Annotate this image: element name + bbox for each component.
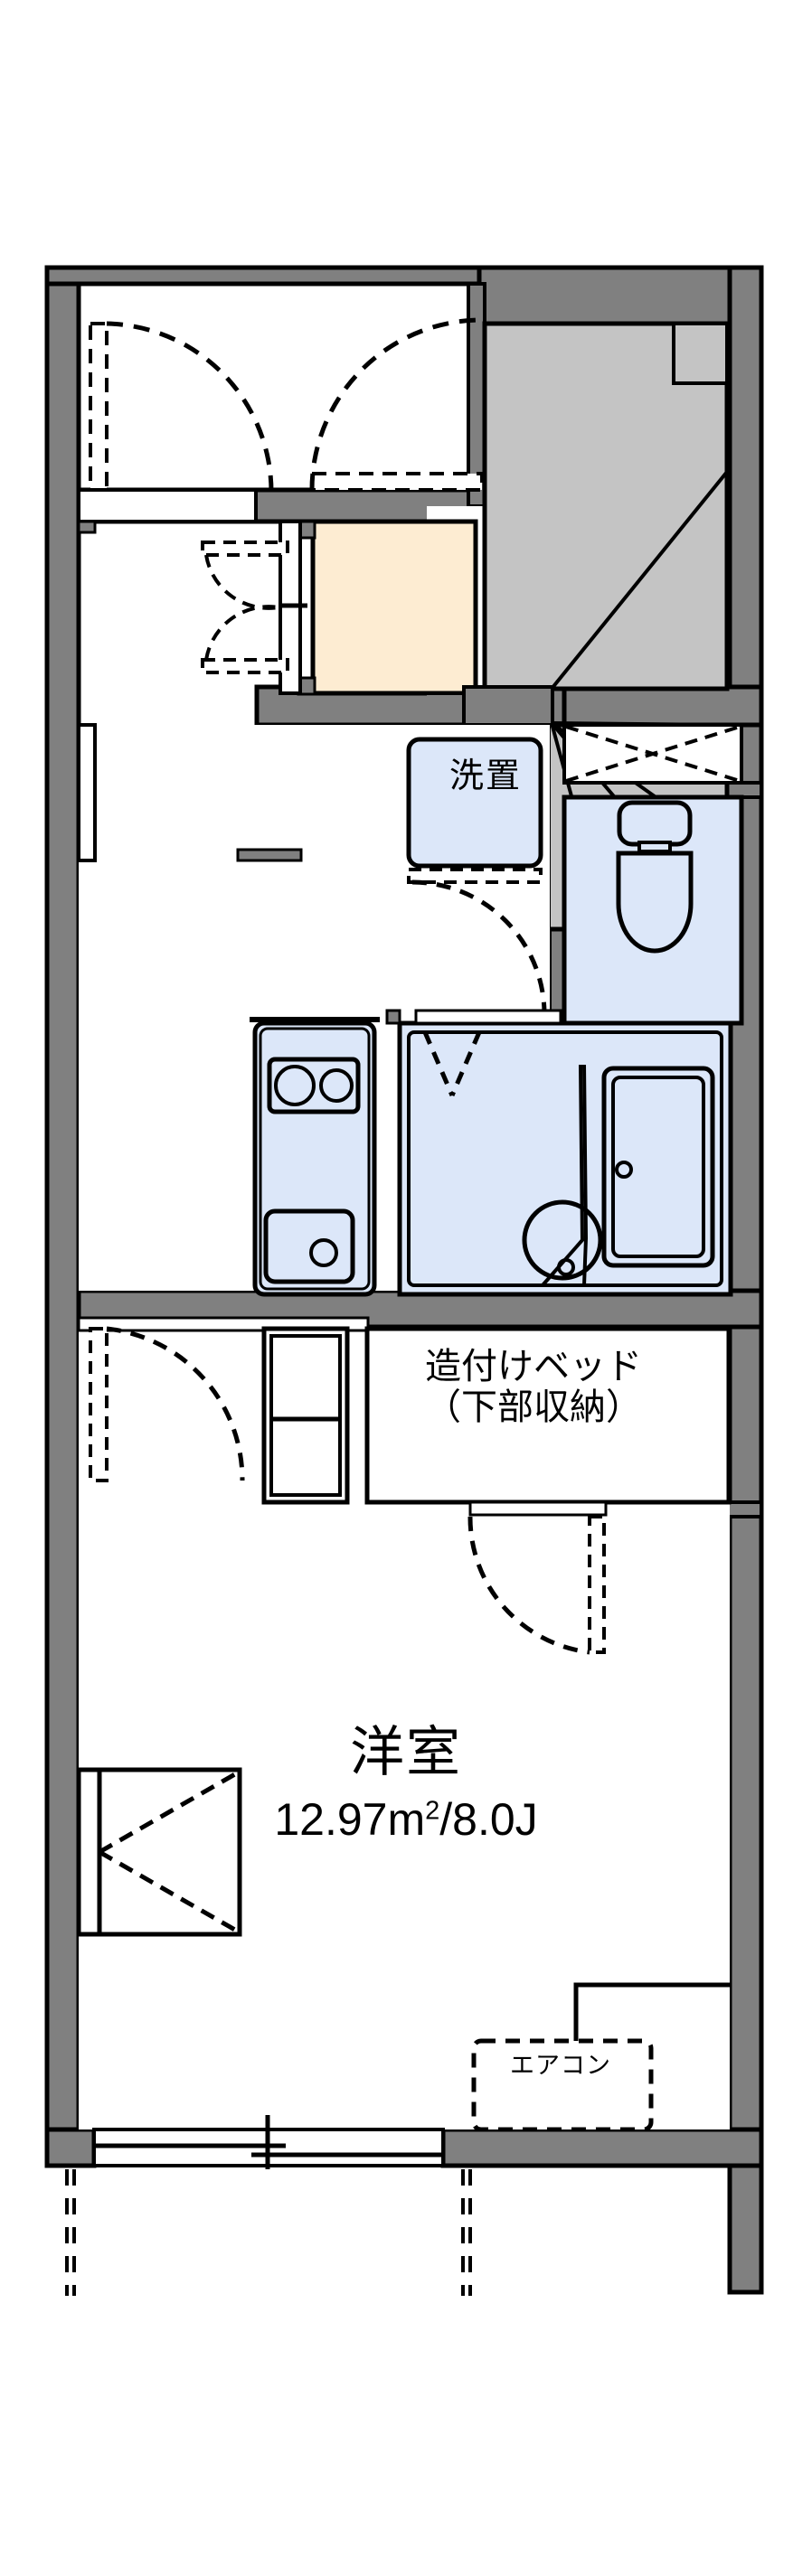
built-in-bed-area bbox=[364, 1326, 732, 1505]
main-room-area-value: 12.97 bbox=[274, 1794, 388, 1845]
washroom-door-leaf bbox=[407, 868, 543, 884]
wall-kitchen-top-stub bbox=[385, 1009, 401, 1025]
toilet-vent-x2 bbox=[565, 725, 741, 783]
sink-drain-icon bbox=[309, 1238, 338, 1267]
kitchen-sink bbox=[263, 1208, 355, 1284]
main-room-area-superscript: 2 bbox=[425, 1796, 440, 1826]
main-room-tatami-value: /8.0J bbox=[439, 1794, 538, 1845]
main-room-label: 洋室 bbox=[350, 1722, 462, 1782]
door-hall-mid-leaf bbox=[310, 472, 484, 492]
bath-door-fold-2 bbox=[449, 1031, 482, 1096]
washbasin-counter-2 bbox=[541, 1064, 585, 1287]
main-room-area-label: 12.97m2/8.0J bbox=[0, 1794, 812, 1845]
door-hall-left-arc bbox=[106, 321, 274, 493]
washroom-door-arc bbox=[411, 879, 547, 1013]
folding-door-top-leaf bbox=[201, 541, 289, 557]
bedroom bbox=[65, 1316, 732, 2296]
toilet-bowl bbox=[616, 851, 694, 954]
toilet-connector bbox=[637, 841, 672, 853]
genkan-floor bbox=[310, 519, 478, 696]
bathtub-drain-icon bbox=[615, 1161, 633, 1179]
stove-burner-small-icon bbox=[319, 1068, 354, 1103]
toilet-room bbox=[562, 723, 744, 1026]
entrance-genkan bbox=[279, 519, 478, 696]
stove-burner-large-icon bbox=[274, 1065, 316, 1106]
window-swing-2 bbox=[98, 1849, 241, 1935]
folding-door-arc-bottom bbox=[204, 605, 279, 661]
stair-pivot-nib bbox=[462, 685, 554, 727]
bed-door-threshold bbox=[468, 1500, 608, 1517]
bedroom-door-leaf bbox=[89, 1327, 109, 1482]
bed-door-leaf bbox=[588, 1515, 606, 1654]
bedroom-door-arc bbox=[106, 1326, 245, 1481]
wall-bottom-left-stub bbox=[44, 2127, 97, 2168]
wall-right-exterior bbox=[727, 265, 764, 2132]
toilet-tank bbox=[617, 800, 693, 847]
built-in-bed-label: 造付けベッド （下部収納） bbox=[353, 1347, 714, 1428]
wall-bottom-right bbox=[440, 2127, 764, 2168]
folding-door-arc-top bbox=[204, 554, 279, 610]
closet-inner bbox=[269, 1334, 342, 1497]
air-conditioner-mount-lines bbox=[573, 1982, 730, 2041]
misc-wall-details bbox=[77, 520, 401, 1025]
wall-hall-left-nib bbox=[77, 520, 97, 534]
folding-door-bottom-leaf bbox=[201, 658, 289, 674]
door-hall-mid-arc bbox=[309, 317, 483, 491]
washing-machine-label: 洗置 bbox=[448, 757, 522, 795]
washroom-left-jamb bbox=[77, 723, 97, 862]
bed-door-arc bbox=[467, 1516, 590, 1655]
air-conditioner-label: エアコン bbox=[510, 2052, 611, 2079]
kitchen bbox=[250, 1017, 380, 1297]
bathroom bbox=[397, 1009, 733, 1297]
door-hall-left-leaf bbox=[89, 322, 109, 494]
bath-door-fold-1 bbox=[422, 1031, 455, 1096]
window-swing-1 bbox=[98, 1769, 241, 1855]
built-in-bed-label-line1: 造付けベッド bbox=[425, 1347, 642, 1387]
hall-doors bbox=[77, 317, 484, 523]
bathtub-inner bbox=[611, 1076, 705, 1258]
washing-machine-pan bbox=[406, 737, 543, 869]
washbasin-counter bbox=[582, 1064, 589, 1286]
main-room-area-unit: m bbox=[387, 1794, 426, 1845]
window-left-outer bbox=[76, 1767, 242, 1937]
wall-washroom-left-stub bbox=[236, 848, 303, 862]
air-conditioner-box bbox=[471, 2038, 654, 2132]
genkan-folding-door bbox=[201, 541, 289, 674]
built-in-bed-label-line2: （下部収納） bbox=[425, 1387, 642, 1427]
stair-upper-diagonal bbox=[550, 470, 729, 691]
wall-left-exterior bbox=[44, 265, 81, 2132]
door-hall-left-threshold bbox=[77, 488, 258, 523]
stair-top-step bbox=[672, 322, 729, 385]
bath-door-threshold bbox=[414, 1009, 562, 1025]
wall-top-right-block bbox=[477, 265, 764, 326]
wall-stair-bottom bbox=[562, 684, 764, 728]
